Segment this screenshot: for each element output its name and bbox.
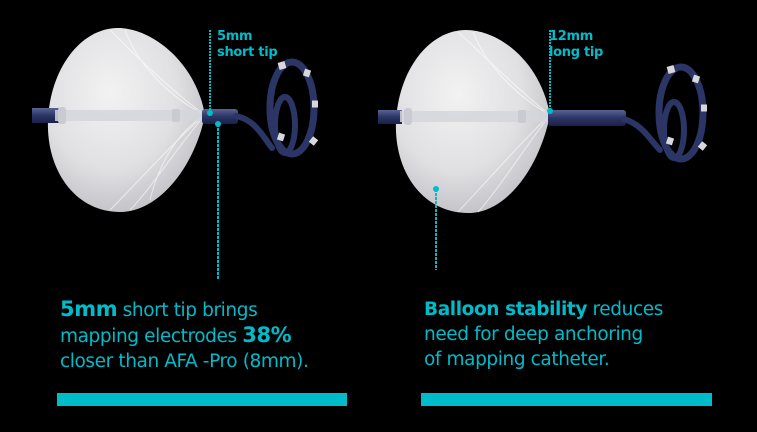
caption-text: reduces [587,299,663,320]
tip-length-value: 5mm [217,29,253,44]
left-panel-short-tip: 5mm short tip 5mm short tip brings mappi… [0,0,378,432]
caption-highlight: 5mm [60,297,118,321]
accent-bar [421,393,712,406]
caption-text: need for deep anchoring [424,324,643,345]
left-caption: 5mm short tip brings mapping electrodes … [60,297,309,374]
caption-text: mapping electrodes [60,326,243,347]
caption-text: closer than AFA -Pro (8mm). [60,351,309,372]
caption-text: of mapping catheter. [424,349,610,370]
tip-length-text: long tip [549,45,604,60]
balloon-catheter-short-tip-illustration [32,28,319,280]
caption-highlight: Balloon stability [424,299,588,320]
right-caption: Balloon stability reduces need for deep … [424,297,663,372]
tip-length-value: 12mm [549,29,593,44]
accent-bar [57,393,347,406]
balloon-catheter-long-tip-illustration [378,30,708,270]
tip-length-label: 12mm long tip [549,29,603,61]
caption-highlight-percent: 38% [242,323,292,347]
caption-text: short tip brings [117,300,258,321]
tip-length-label: 5mm short tip [217,29,278,61]
right-panel-long-tip: 12mm long tip Balloon stability reduces … [378,0,756,432]
tip-length-text: short tip [217,45,278,60]
